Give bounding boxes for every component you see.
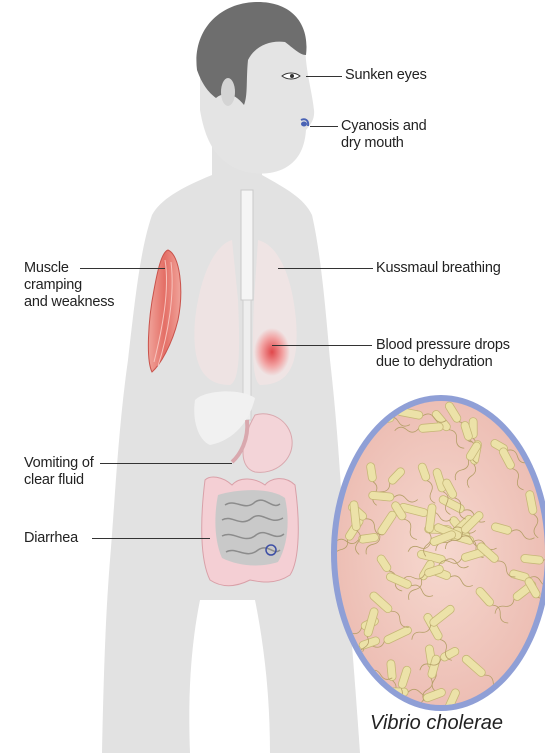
label-diarrhea: Diarrhea — [24, 530, 78, 547]
label-blood-pressure: Blood pressure drops due to dehydration — [376, 337, 510, 371]
small-intestine — [215, 490, 287, 565]
leader-line-blood-pressure — [272, 345, 372, 346]
label-cyanosis: Cyanosis and dry mouth — [341, 118, 426, 152]
bacterium-icon — [509, 674, 536, 727]
caption-vibrio-cholerae: Vibrio cholerae — [370, 712, 503, 735]
leader-line-sunken-eyes — [306, 76, 342, 77]
intestines — [202, 477, 299, 586]
ear — [221, 78, 235, 106]
label-kussmaul: Kussmaul breathing — [376, 260, 501, 277]
label-sunken-eyes: Sunken eyes — [345, 67, 427, 84]
leader-line-diarrhea — [92, 538, 210, 539]
label-vomiting: Vomiting of clear fluid — [24, 455, 94, 489]
leader-line-vomiting — [100, 463, 232, 464]
heart-glow — [254, 328, 290, 376]
leader-line-cyanosis — [310, 126, 338, 127]
leader-line-kussmaul — [278, 268, 373, 269]
vibrio-cholerae-magnified-view — [324, 395, 545, 738]
label-muscle: Muscle cramping and weakness — [24, 260, 114, 311]
trachea — [241, 190, 253, 420]
